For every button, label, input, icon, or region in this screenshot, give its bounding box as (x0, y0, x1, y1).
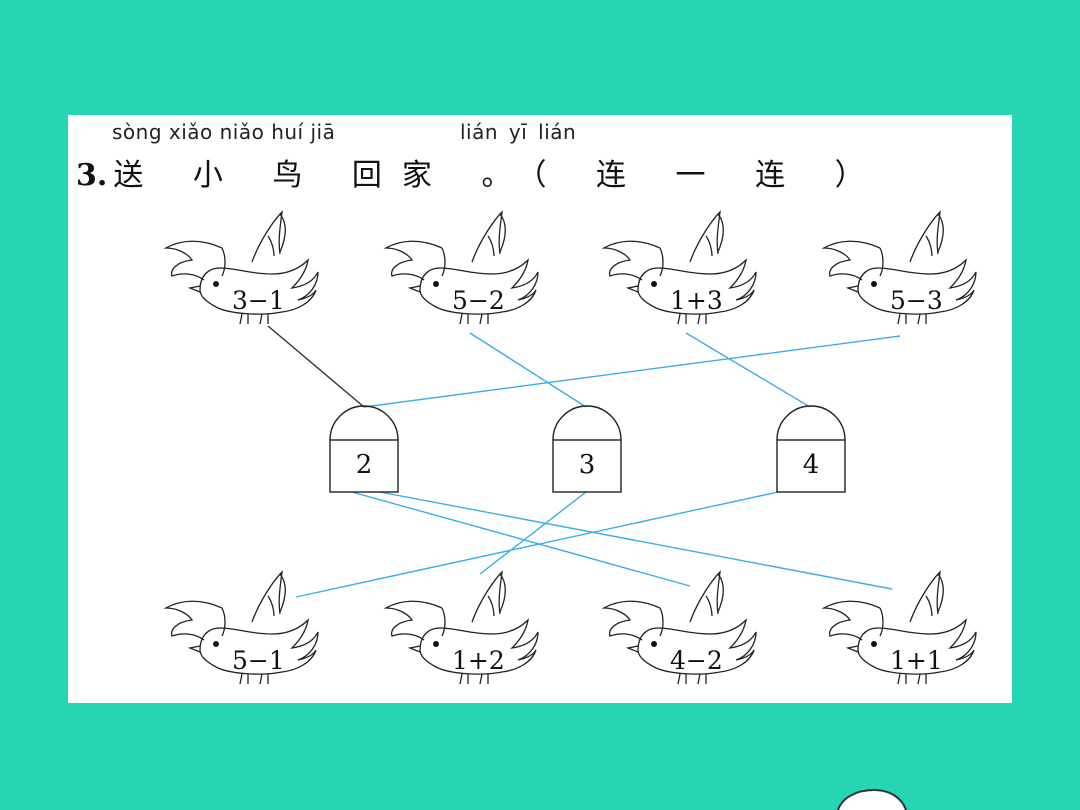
bird-top-3[interactable]: 1+3 (603, 211, 757, 325)
line-2-to-4minus2 (351, 491, 691, 587)
line-5minus2-to-3 (469, 332, 587, 408)
line-1plus3-to-4 (685, 332, 811, 408)
bird-top-4[interactable]: 5−3 (823, 211, 977, 325)
house-roof (329, 405, 399, 441)
bird-expression: 3−1 (232, 286, 285, 315)
bird-bottom-3[interactable]: 4−2 (603, 571, 757, 685)
house-roof (776, 405, 846, 441)
house-box (552, 439, 622, 493)
line-2-to-1plus1 (379, 491, 893, 590)
cartoon-doodle-icon (837, 788, 907, 810)
question-number: 3. (76, 158, 108, 193)
bird-expression: 1+1 (890, 646, 943, 675)
house-2[interactable]: 3 (552, 405, 622, 493)
top-bird-row: 3−1 5−2 1+3 5−3 (165, 211, 977, 325)
pinyin-title: sòng xiǎo niǎo huí jiā (112, 120, 336, 144)
house-box (776, 439, 846, 493)
pinyin-instruction: lián yī lián (460, 120, 577, 144)
house-roof (552, 405, 622, 441)
worksheet-card (68, 115, 1012, 703)
line-3-to-1plus2 (479, 491, 587, 575)
bottom-bird-row: 5−1 1+2 4−2 1+1 (165, 571, 977, 685)
house-number: 4 (803, 450, 820, 480)
house-box (329, 439, 399, 493)
line-3minus1-to-2 (267, 325, 365, 408)
house-3[interactable]: 4 (776, 405, 846, 493)
bird-expression: 4−2 (670, 646, 723, 675)
bird-bottom-4[interactable]: 1+1 (823, 571, 977, 685)
bird-expression: 5−2 (452, 286, 505, 315)
bird-expression: 1+2 (452, 646, 505, 675)
bird-top-1[interactable]: 3−1 (165, 211, 319, 325)
line-5minus3-to-2 (363, 335, 901, 408)
question-title: 3.送 小 鸟 回家 。（ 连 一 连 ） (76, 150, 885, 194)
house-row: 2 3 4 (329, 405, 846, 493)
bird-expression: 5−3 (890, 286, 943, 315)
bird-expression: 1+3 (670, 286, 723, 315)
bird-top-2[interactable]: 5−2 (385, 211, 539, 325)
bird-bottom-1[interactable]: 5−1 (165, 571, 319, 685)
question-text: 送 小 鸟 回家 。（ 连 一 连 ） (113, 158, 885, 193)
house-number: 2 (356, 450, 373, 480)
bird-expression: 5−1 (232, 646, 285, 675)
bird-bottom-2[interactable]: 1+2 (385, 571, 539, 685)
connection-lines (267, 325, 901, 598)
house-number: 3 (579, 450, 596, 480)
house-1[interactable]: 2 (329, 405, 399, 493)
line-4-to-5minus1 (295, 491, 779, 598)
